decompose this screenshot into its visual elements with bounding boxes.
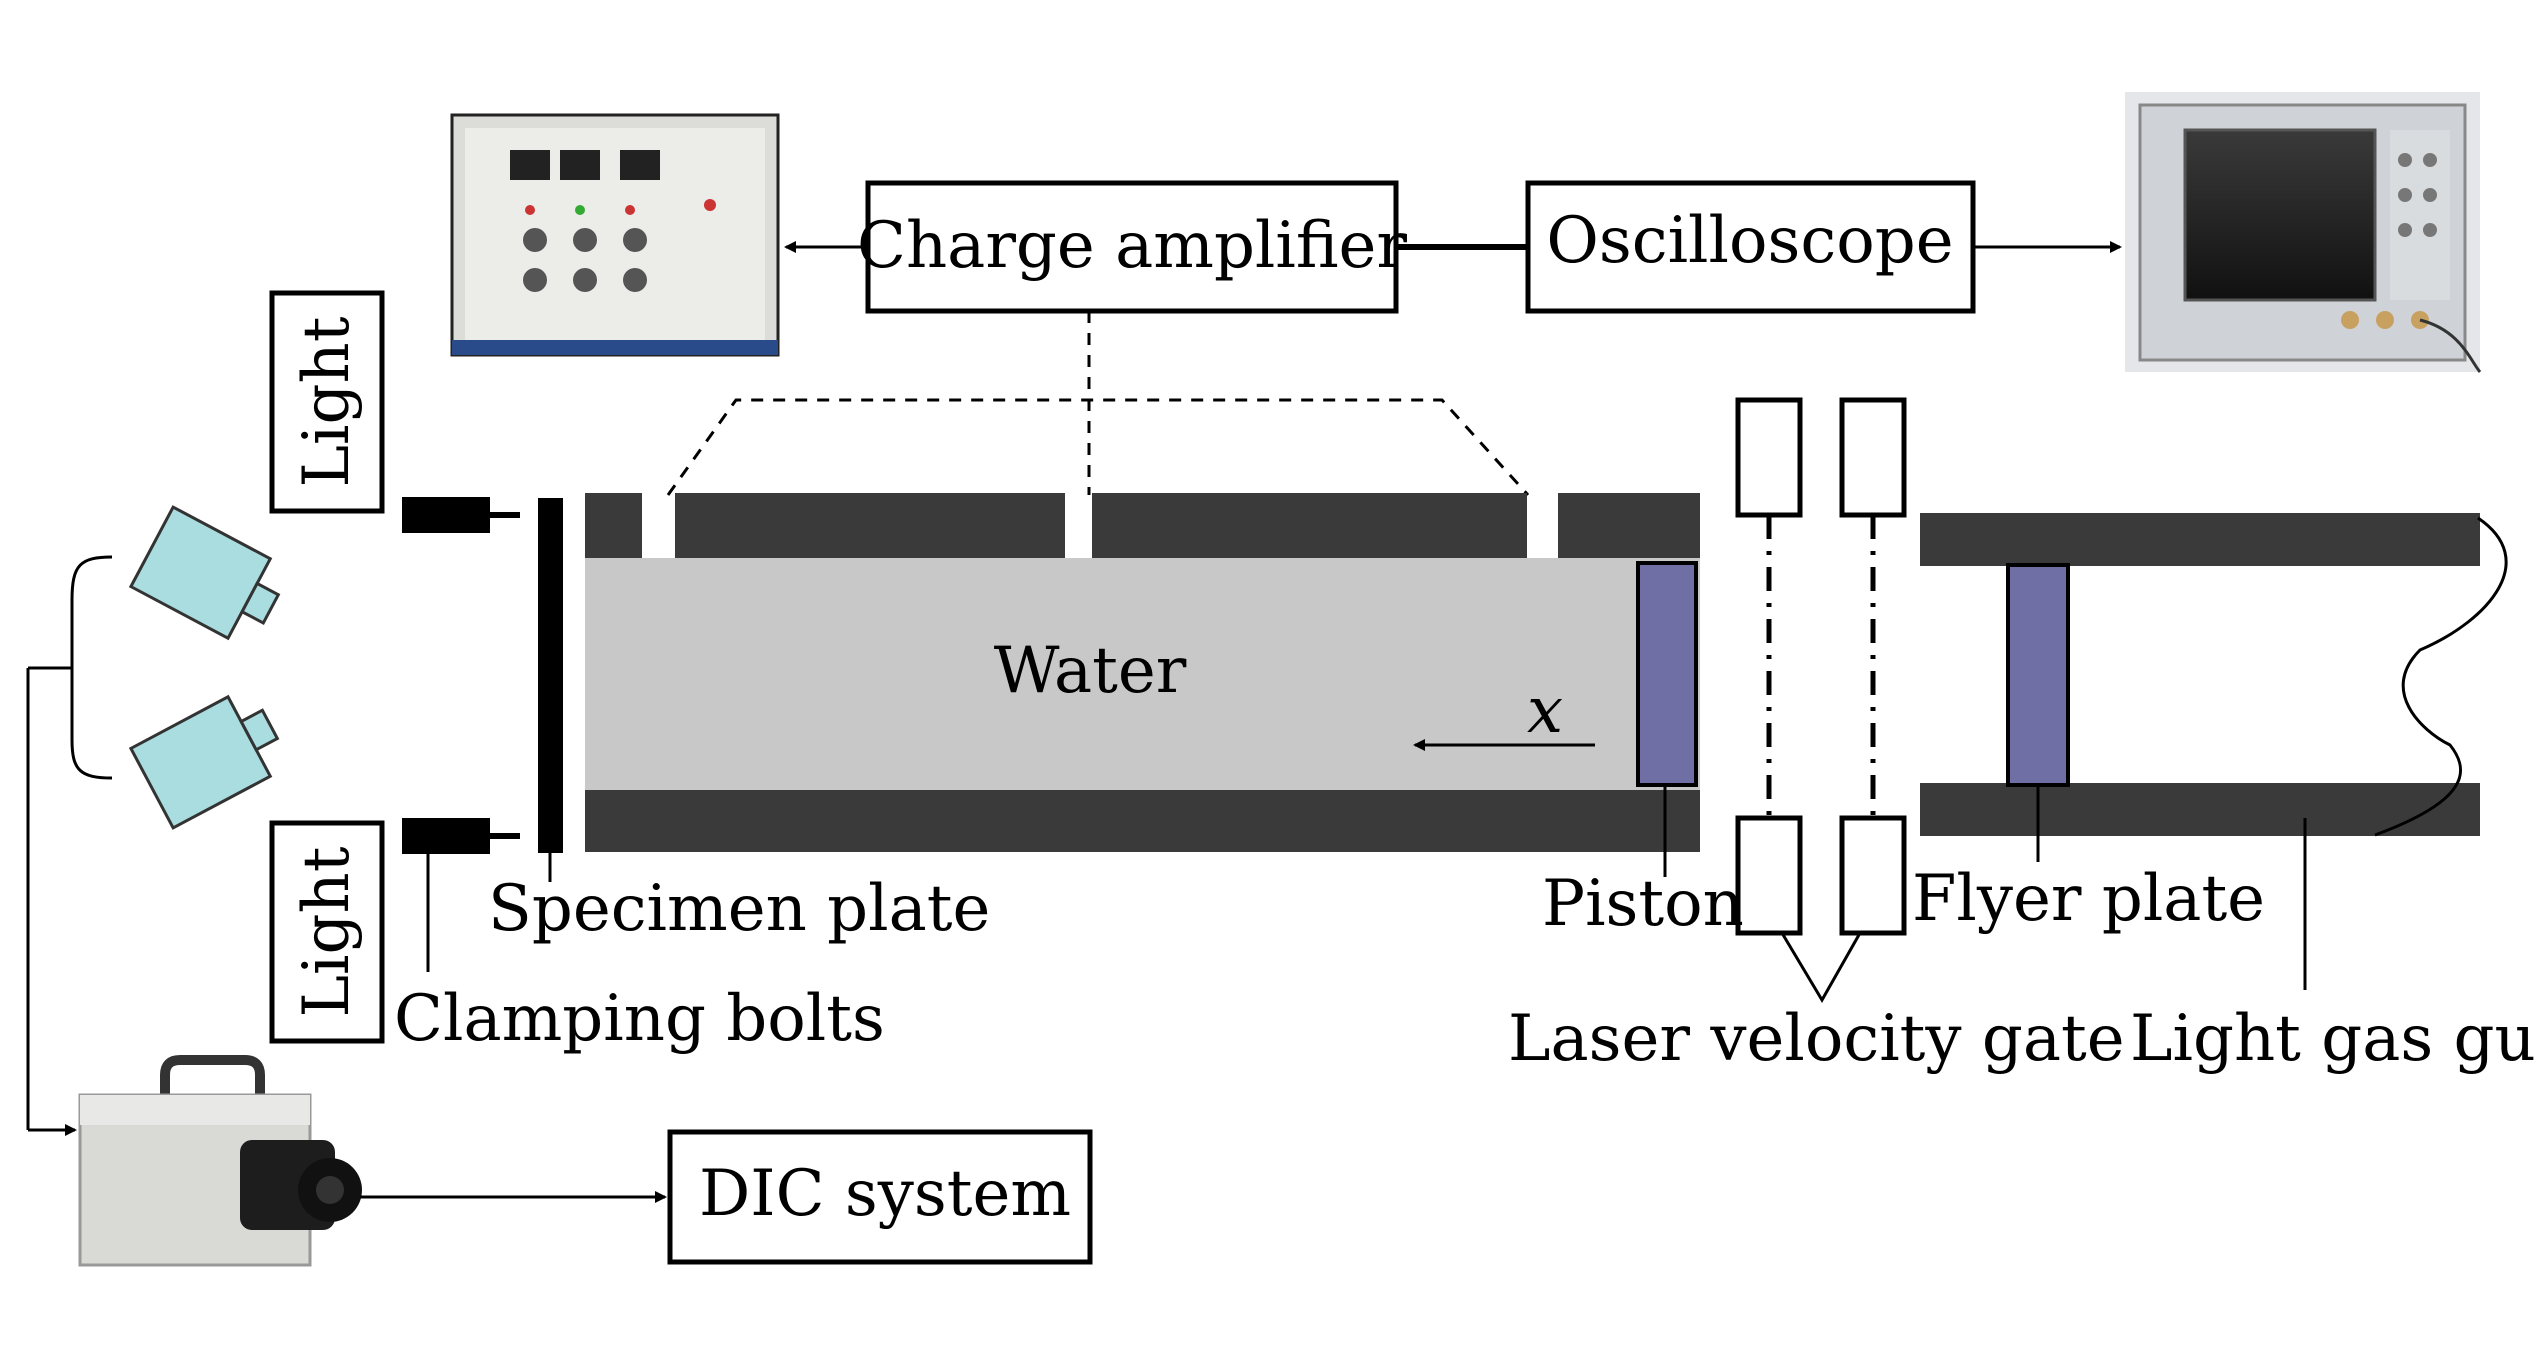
piston: [1636, 561, 1698, 787]
oscilloscope-photo: [2125, 92, 2482, 373]
charge-amplifier-label: Charge amplifier: [857, 209, 1407, 283]
x-axis-label: x: [1527, 674, 1563, 748]
light-gas-gun-label: Light gas gun: [2130, 1002, 2535, 1076]
charge-amplifier-box: Charge amplifier: [857, 180, 1407, 314]
sensor-dashed-lines: [666, 311, 1530, 497]
leader-lines: [426, 785, 2307, 1003]
laser-velocity-gate-label: Laser velocity gate: [1508, 1002, 2125, 1076]
oscilloscope-label: Oscilloscope: [1546, 204, 1953, 278]
light-gas-gun-barrel: [1920, 513, 2508, 837]
light-top-box: Light: [269, 290, 385, 514]
light-top-label: Light: [290, 316, 364, 487]
camera-upper-icon: [128, 505, 281, 641]
flyer-plate-label: Flyer plate: [1912, 862, 2265, 936]
charge-amplifier-photo: [450, 113, 780, 357]
camera-lower-icon: [128, 694, 280, 830]
light-bottom-label: Light: [290, 846, 364, 1017]
water-tube: [585, 493, 1700, 852]
light-bottom-box: Light: [269, 820, 385, 1044]
specimen-plate: [538, 498, 563, 853]
specimen-plate-label: Specimen plate: [488, 872, 990, 946]
piston-label: Piston: [1542, 867, 1744, 941]
water-label: Water: [994, 634, 1187, 708]
clamping-bolts: [402, 497, 610, 854]
high-speed-camera-photo: [78, 1055, 362, 1267]
water-region: [585, 558, 1700, 790]
camera-bracket: [26, 555, 113, 1136]
laser-velocity-gate: [1735, 397, 1907, 936]
dic-system-label: DIC system: [699, 1157, 1071, 1231]
flyer-plate: [2006, 563, 2070, 787]
clamping-bolts-label: Clamping bolts: [394, 982, 885, 1056]
oscilloscope-box: Oscilloscope: [1525, 180, 1976, 314]
dic-system-box: DIC system: [667, 1129, 1093, 1265]
